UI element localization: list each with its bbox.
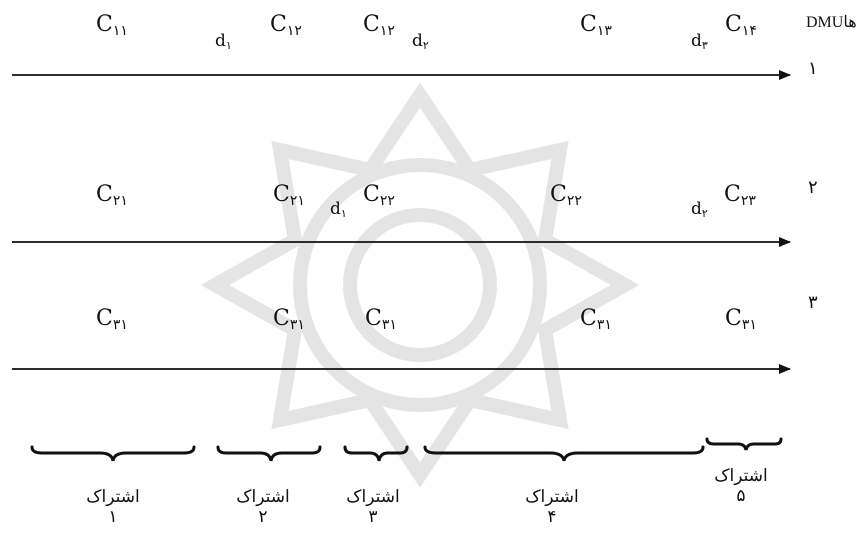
cost-label: C۲۲ [363, 182, 395, 209]
cost-label: C۲۳ [724, 182, 756, 209]
cost-label: C۱۲ [363, 12, 395, 39]
row-label-1: ۱ [808, 58, 818, 79]
cost-label: C۳۱ [365, 306, 397, 333]
cost-label: C۱۲ [270, 12, 302, 39]
delay-label: d۲ [691, 199, 708, 220]
share-brace-4 [423, 445, 705, 462]
cost-label: C۲۱ [96, 182, 128, 209]
cost-label: C۳۱ [725, 306, 757, 333]
share-brace-5 [705, 437, 783, 451]
share-brace-3 [343, 445, 409, 462]
cost-label: C۲۲ [550, 182, 582, 209]
cost-label: C۱۴ [725, 12, 757, 39]
cost-label: C۲۱ [273, 182, 305, 209]
cost-label: C۳۱ [96, 306, 128, 333]
cost-label: C۱۱ [96, 12, 128, 39]
dmu-header: DMUها [806, 14, 857, 31]
cost-label: C۱۳ [580, 12, 612, 39]
delay-label: d۳ [691, 31, 708, 52]
cost-label: C۳۱ [273, 306, 305, 333]
delay-label: d۱ [215, 31, 232, 52]
row-label-3: ۳ [808, 292, 818, 313]
row-label-2: ۲ [808, 177, 818, 198]
delay-label: d۱ [330, 199, 347, 220]
cost-label: C۳۱ [580, 306, 612, 333]
share-brace-2 [216, 445, 322, 462]
share-brace-1 [30, 445, 196, 462]
delay-label: d۲ [412, 31, 429, 52]
